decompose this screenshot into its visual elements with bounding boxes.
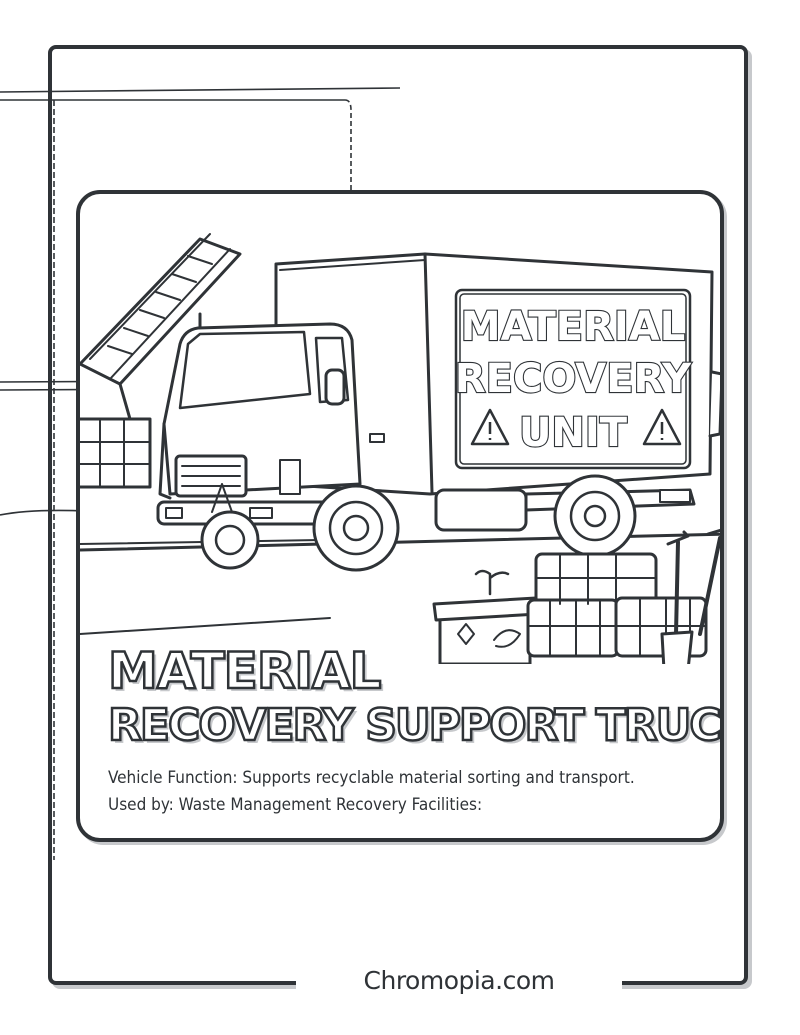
truck-sign-line3: UNIT — [519, 410, 628, 456]
crate-icon — [80, 417, 152, 489]
truck-illustration: MATERIAL RECOVERY UNIT — [80, 233, 720, 664]
truck-sign-line2: RECOVERY — [455, 356, 692, 402]
wheel-rear — [553, 474, 637, 558]
info-card: MATERIAL RECOVERY UNIT MATERIAL RECOVERY… — [76, 190, 724, 842]
recycle-bin-icon — [432, 569, 540, 664]
card-title-line1: MATERIAL — [107, 641, 383, 702]
warning-icon — [642, 408, 682, 446]
wheel-front — [312, 484, 400, 572]
warning-icon — [470, 408, 510, 446]
used-by-text: Used by: Waste Management Recovery Facil… — [108, 795, 483, 815]
hay-bale-icon — [526, 552, 708, 658]
card-title-line2: RECOVERY SUPPORT TRUCK — [107, 699, 724, 753]
shovel-icon — [660, 528, 720, 664]
brand-footer: Chromopia.com — [363, 966, 555, 995]
footer-border-gap — [296, 976, 622, 998]
truck-sign-line1: MATERIAL — [461, 304, 685, 350]
vehicle-function-text: Vehicle Function: Supports recyclable ma… — [108, 768, 635, 788]
wheel-rear-left — [200, 510, 260, 570]
